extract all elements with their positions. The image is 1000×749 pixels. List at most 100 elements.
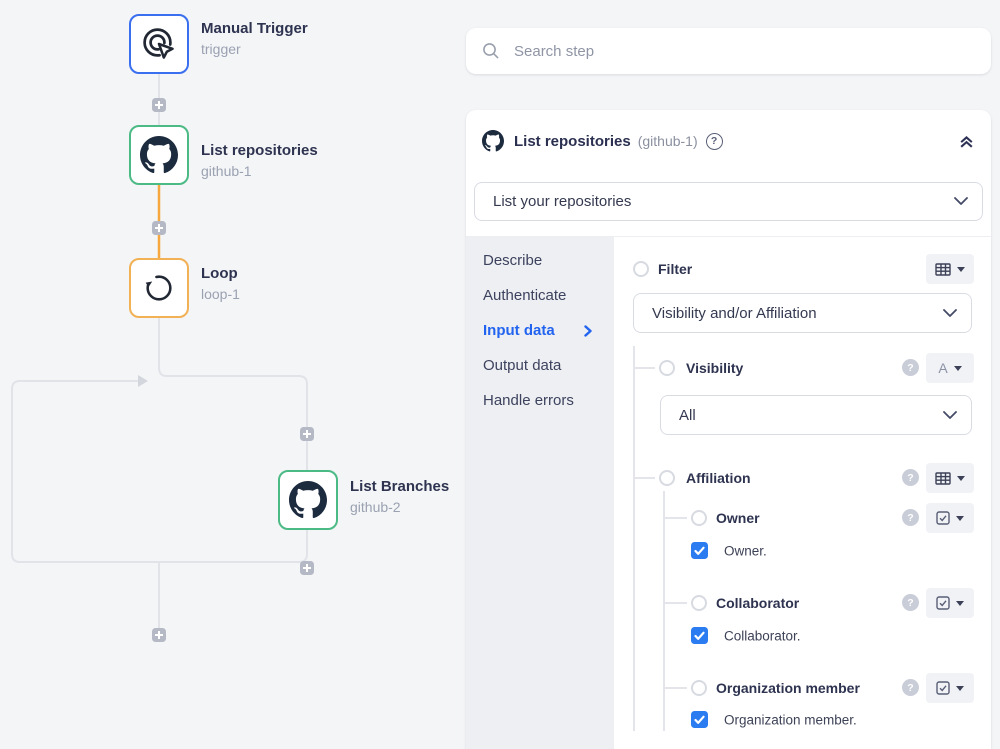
visibility-type-button[interactable]: A [926, 353, 974, 383]
flow-connectors [11, 74, 308, 628]
node-subtitle: github-2 [350, 499, 401, 515]
field-label-affiliation: Affiliation [686, 470, 751, 486]
tab-describe[interactable]: Describe [466, 243, 614, 278]
help-icon[interactable]: ? [902, 679, 919, 696]
tab-authenticate[interactable]: Authenticate [466, 278, 614, 313]
add-step-button[interactable] [152, 98, 166, 112]
collaborator-type-button[interactable] [926, 588, 974, 618]
tree-line [633, 346, 635, 731]
field-label-filter: Filter [658, 261, 693, 277]
step-config-header: List repositories (github-1) ? [466, 110, 991, 172]
caret-down-icon [956, 600, 964, 606]
action-select[interactable]: List your repositories [474, 182, 983, 221]
config-tabs: Describe Authenticate Input data Output … [466, 237, 614, 749]
action-select-value: List your repositories [493, 193, 632, 210]
collapse-panel-button[interactable] [958, 133, 975, 150]
visibility-select-value: All [679, 406, 696, 424]
manual-trigger-icon [143, 28, 174, 59]
step-config-body: Describe Authenticate Input data Output … [466, 236, 991, 749]
node-label: List repositories github-1 [201, 142, 318, 179]
collaborator-checkbox[interactable] [691, 627, 708, 644]
chevrons-up-icon [960, 135, 973, 148]
node-title: List repositories [201, 142, 318, 159]
checkbox-type-icon [936, 511, 950, 525]
organization-member-pill-toggle[interactable] [691, 680, 707, 696]
tree-tick [663, 602, 687, 604]
step-id: (github-1) [637, 133, 698, 149]
owner-checkbox-label: Owner. [724, 543, 767, 559]
node-subtitle: trigger [201, 41, 241, 57]
filter-type-button[interactable] [926, 254, 974, 284]
tree-line [663, 491, 665, 731]
checkbox-type-icon [936, 681, 950, 695]
node-title: Manual Trigger [201, 20, 308, 37]
owner-type-button[interactable] [926, 503, 974, 533]
owner-pill-toggle[interactable] [691, 510, 707, 526]
tree-tick [633, 367, 655, 369]
help-icon[interactable]: ? [902, 594, 919, 611]
owner-checkbox[interactable] [691, 542, 708, 559]
input-data-form: Filter Visibility and/or Affiliation [614, 237, 991, 749]
tab-handle-errors[interactable]: Handle errors [466, 383, 614, 418]
tab-label: Authenticate [483, 287, 567, 304]
add-step-button[interactable] [152, 221, 166, 235]
github-icon [482, 130, 504, 152]
help-icon[interactable]: ? [902, 509, 919, 526]
text-type-icon: A [938, 360, 948, 376]
table-icon [935, 471, 951, 485]
node-title: List Branches [350, 478, 450, 495]
field-label-collaborator: Collaborator [716, 595, 800, 611]
filter-pill-toggle[interactable] [633, 261, 649, 277]
node-label: List Branches github-2 [350, 478, 449, 515]
affiliation-pill-toggle[interactable] [659, 470, 675, 486]
tree-tick [633, 477, 655, 479]
caret-down-icon [957, 266, 965, 272]
affiliation-type-button[interactable] [926, 463, 974, 493]
search-input[interactable] [514, 42, 975, 60]
caret-down-icon [953, 365, 962, 371]
help-icon[interactable]: ? [902, 359, 919, 376]
tab-label: Describe [483, 252, 543, 269]
chevron-down-icon [943, 308, 957, 317]
node-subtitle: github-1 [201, 163, 252, 179]
chevron-right-icon [584, 324, 592, 337]
organization-member-type-button[interactable] [926, 673, 974, 703]
field-label-visibility: Visibility [686, 360, 744, 376]
node-list-repositories[interactable] [129, 125, 189, 185]
filter-select[interactable]: Visibility and/or Affiliation [633, 293, 972, 333]
add-step-button[interactable] [300, 427, 314, 441]
node-list-branches[interactable] [278, 470, 338, 530]
field-label-owner: Owner [716, 510, 760, 526]
organization-member-checkbox[interactable] [691, 711, 708, 728]
github-icon [140, 136, 178, 174]
add-step-button[interactable] [300, 561, 314, 575]
tab-input-data[interactable]: Input data [466, 313, 614, 348]
table-icon [935, 262, 951, 276]
caret-down-icon [956, 685, 964, 691]
node-subtitle: loop-1 [201, 286, 240, 302]
help-icon[interactable]: ? [902, 469, 919, 486]
loop-arrow-icon [138, 375, 148, 387]
tree-tick [663, 517, 687, 519]
check-icon [694, 546, 705, 555]
search-bar [466, 28, 991, 74]
tab-label: Input data [483, 322, 555, 339]
tab-label: Handle errors [483, 392, 574, 409]
node-loop[interactable] [129, 258, 189, 318]
visibility-select[interactable]: All [660, 395, 972, 435]
visibility-pill-toggle[interactable] [659, 360, 675, 376]
search-icon [483, 43, 499, 59]
loop-icon [145, 275, 172, 301]
check-icon [694, 631, 705, 640]
step-config-panel: List repositories (github-1) ? List your… [466, 110, 991, 749]
node-manual-trigger[interactable] [129, 14, 189, 74]
add-step-button[interactable] [152, 628, 166, 642]
chevron-down-icon [954, 197, 968, 205]
collaborator-pill-toggle[interactable] [691, 595, 707, 611]
caret-down-icon [957, 475, 965, 481]
tab-output-data[interactable]: Output data [466, 348, 614, 383]
checkbox-type-icon [936, 596, 950, 610]
tab-label: Output data [483, 357, 562, 374]
help-icon[interactable]: ? [705, 132, 723, 150]
